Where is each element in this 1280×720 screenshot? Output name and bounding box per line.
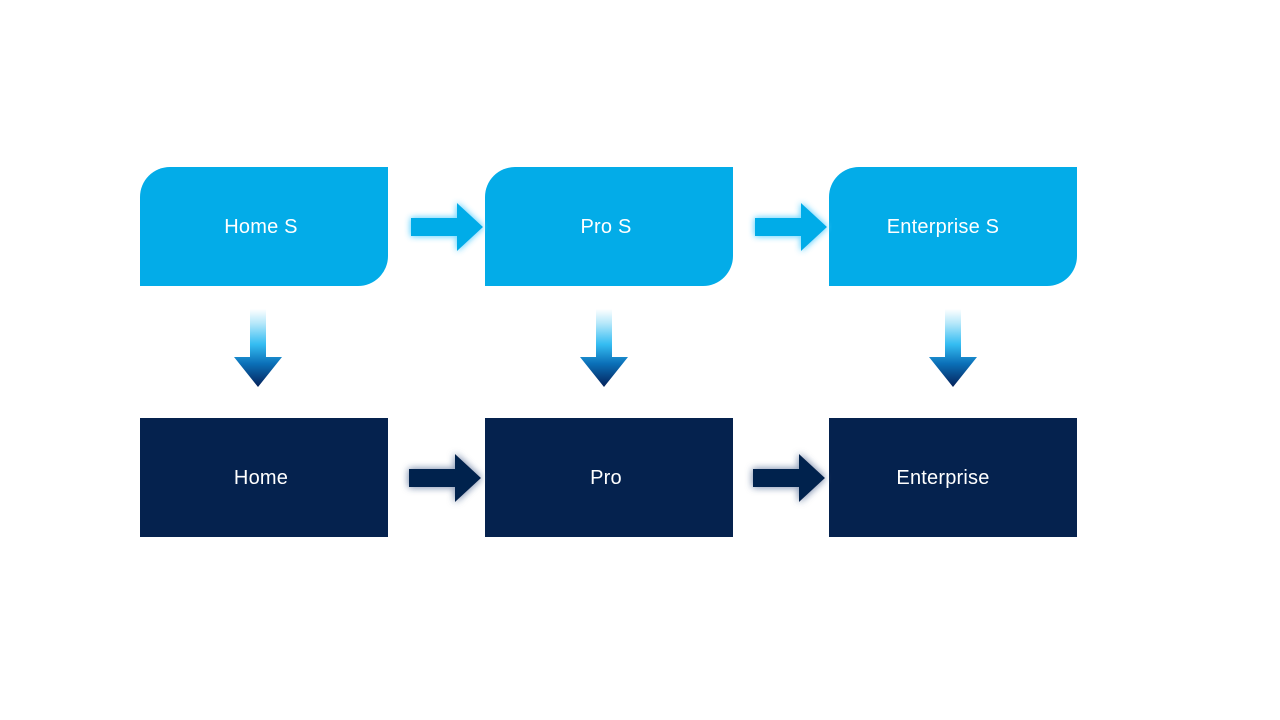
node-pro-label: Pro: [590, 466, 622, 489]
arrow-down-glyph: [234, 309, 282, 387]
arrow-home-s-to-home: [232, 309, 284, 389]
node-pro[interactable]: Pro: [485, 418, 733, 537]
node-enterprise[interactable]: Enterprise: [829, 418, 1077, 537]
arrow-right-glyph: [755, 203, 827, 251]
arrow-down-glyph: [580, 309, 628, 387]
arrow-home-s-to-pro-s: [409, 201, 485, 253]
node-enterprise-s-label: Enterprise S: [886, 215, 1000, 238]
node-home-s-label: Home S: [224, 215, 298, 238]
arrow-pro-s-to-pro: [578, 309, 630, 389]
arrow-pro-s-to-enterprise-s: [753, 201, 829, 253]
node-pro-s[interactable]: Pro S: [485, 167, 733, 286]
node-home-label: Home: [233, 466, 289, 489]
arrow-pro-to-enterprise: [749, 452, 829, 504]
arrow-down-glyph: [929, 309, 977, 387]
arrow-enterprise-s-to-enterprise: [927, 309, 979, 389]
arrow-right-glyph: [411, 203, 483, 251]
node-enterprise-label: Enterprise: [896, 466, 990, 489]
arrow-home-to-pro: [405, 452, 485, 504]
node-home[interactable]: Home: [140, 418, 388, 537]
arrow-right-glyph: [409, 454, 481, 502]
arrow-right-glyph: [753, 454, 825, 502]
node-enterprise-s[interactable]: Enterprise S: [829, 167, 1077, 286]
node-home-s[interactable]: Home S: [140, 167, 388, 286]
node-pro-s-label: Pro S: [580, 215, 632, 238]
